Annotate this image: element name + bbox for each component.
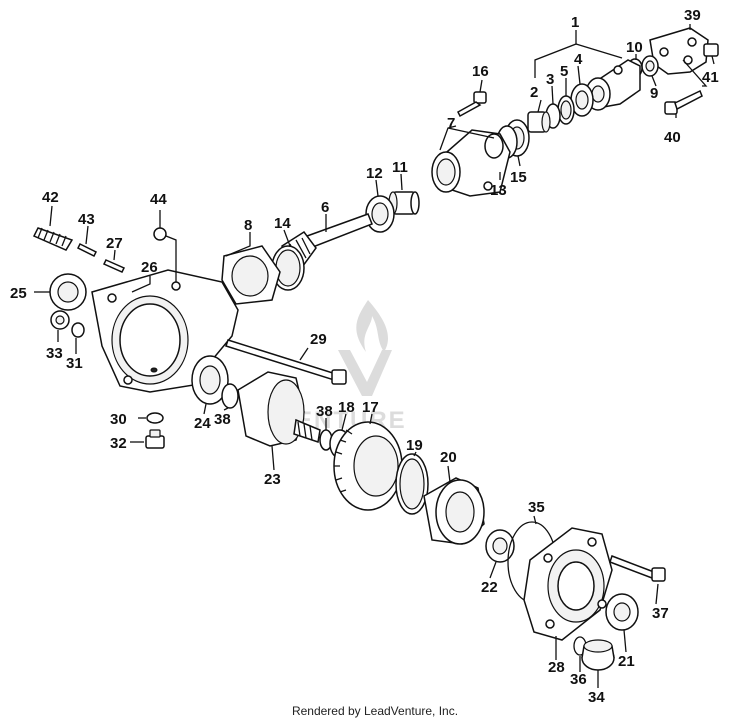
callout-36: 36 xyxy=(570,671,587,688)
callout-24: 24 xyxy=(194,415,211,432)
callout-31: 31 xyxy=(66,355,83,372)
part-12-bearing xyxy=(365,195,395,233)
callout-20: 20 xyxy=(440,449,457,466)
callout-17: 17 xyxy=(362,399,379,416)
callout-40: 40 xyxy=(664,129,681,146)
callout-4: 4 xyxy=(574,51,583,68)
callout-15: 15 xyxy=(510,169,527,186)
callout-30: 30 xyxy=(110,411,127,428)
callout-33: 33 xyxy=(46,345,63,362)
part-29-bolt xyxy=(225,339,347,385)
leader-lines xyxy=(34,24,715,688)
callout-labels: 1 2 3 4 5 6 7 8 9 10 11 12 13 14 15 16 1… xyxy=(10,7,719,706)
callout-13: 13 xyxy=(490,182,507,199)
callout-7: 7 xyxy=(447,115,455,132)
callout-21: 21 xyxy=(618,653,635,670)
callout-12: 12 xyxy=(366,165,383,182)
callout-42: 42 xyxy=(42,189,59,206)
part-19-circlip xyxy=(395,453,429,515)
callout-16: 16 xyxy=(472,63,489,80)
callout-6: 6 xyxy=(321,199,329,216)
callout-10: 10 xyxy=(626,39,643,56)
part-24-bearing xyxy=(191,355,229,405)
callout-14: 14 xyxy=(274,215,291,232)
part-25-seal xyxy=(49,273,87,311)
part-31-oring xyxy=(71,322,85,338)
callout-5: 5 xyxy=(560,63,568,80)
callout-2: 2 xyxy=(530,84,538,101)
part-21-seal xyxy=(605,593,639,631)
part-9-bushing xyxy=(641,55,659,77)
callout-3: 3 xyxy=(546,71,554,88)
callout-28: 28 xyxy=(548,659,565,676)
callout-37: 37 xyxy=(652,605,669,622)
part-37-bolt xyxy=(609,555,666,582)
part-4-seal xyxy=(570,83,594,117)
callout-38-left: 38 xyxy=(214,411,231,428)
callout-8: 8 xyxy=(244,217,252,234)
callout-29: 29 xyxy=(310,331,327,348)
part-39-bracket xyxy=(649,27,709,75)
part-30-washer xyxy=(146,412,164,424)
part-7-case xyxy=(431,129,511,197)
part-34-cap xyxy=(581,639,615,671)
part-32-plug xyxy=(145,429,165,449)
part-8-gasket xyxy=(221,245,281,305)
footer-credit: Rendered by LeadVenture, Inc. xyxy=(291,704,459,718)
callout-38-right: 38 xyxy=(316,403,333,420)
part-42-spring xyxy=(32,227,74,251)
part-20-bearing xyxy=(423,477,485,545)
part-1-housing xyxy=(585,59,641,111)
callout-32: 32 xyxy=(110,435,127,452)
callout-9: 9 xyxy=(650,85,658,102)
part-17-ring-gear xyxy=(333,421,403,511)
part-2-sleeve xyxy=(527,111,551,133)
part-33-cap xyxy=(50,310,70,330)
callout-41: 41 xyxy=(702,69,719,86)
callout-25: 25 xyxy=(10,285,27,302)
callout-1: 1 xyxy=(571,14,579,31)
part-38-ring xyxy=(221,383,239,409)
callout-19: 19 xyxy=(406,437,423,454)
parts-drawings xyxy=(32,27,719,671)
callout-44: 44 xyxy=(150,191,167,208)
callout-11: 11 xyxy=(392,159,408,176)
part-16-bolt xyxy=(457,91,487,118)
part-28-cover xyxy=(523,527,613,641)
part-14-circlip xyxy=(271,245,305,291)
part-23-differential xyxy=(237,371,321,447)
callout-43: 43 xyxy=(78,211,95,228)
part-40-bolt xyxy=(664,89,703,115)
callout-39: 39 xyxy=(684,7,701,24)
part-22-seal xyxy=(485,529,515,563)
callout-18: 18 xyxy=(338,399,355,416)
part-27-pin xyxy=(102,259,126,273)
callout-22: 22 xyxy=(481,579,498,596)
callout-35: 35 xyxy=(528,499,545,516)
part-43-pin xyxy=(76,242,98,258)
part-41-nut xyxy=(703,43,719,57)
callout-27: 27 xyxy=(106,235,123,252)
callout-26: 26 xyxy=(141,259,158,276)
callout-23: 23 xyxy=(264,471,281,488)
callout-34: 34 xyxy=(588,689,605,706)
